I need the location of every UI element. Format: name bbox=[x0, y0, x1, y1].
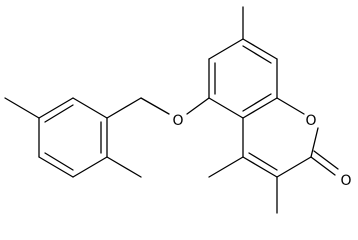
bond-c3-c4 bbox=[242, 156, 278, 178]
double-bond-a5-a6-inner bbox=[44, 152, 74, 171]
bond-c8a-ring-o bbox=[276, 97, 305, 115]
carbonyl-bond-1 bbox=[310, 156, 336, 176]
carbonyl-oxygen-label: O bbox=[340, 173, 351, 189]
ring-oxygen-label: O bbox=[305, 113, 316, 129]
methyl-bond-benzyl-5 bbox=[4, 97, 40, 119]
chromenone-benzo-ring bbox=[208, 38, 278, 119]
bond-ring-o-c2 bbox=[310, 127, 319, 158]
bond-ether-o-to-c5 bbox=[186, 97, 210, 115]
benzyl-ring bbox=[38, 97, 108, 178]
bond-c8a-c4a bbox=[242, 97, 278, 119]
double-bond-a1-a2-inner bbox=[44, 104, 74, 123]
ether-oxygen-label: O bbox=[172, 113, 183, 129]
bond-ring-to-ch2 bbox=[106, 97, 142, 119]
bond-a4-a5 bbox=[72, 156, 108, 178]
molecule-structure: O O O bbox=[4, 6, 352, 214]
methyl-bond-c4 bbox=[208, 156, 244, 178]
bond-a2-a3 bbox=[72, 97, 108, 119]
bond-a1-a2 bbox=[38, 97, 74, 119]
bond-c6-c7 bbox=[208, 38, 244, 60]
bond-c4a-c5 bbox=[208, 97, 244, 119]
bond-a5-a6 bbox=[38, 156, 74, 178]
double-bond-c7-c8-inner bbox=[242, 45, 272, 64]
bond-ch2-to-ether-o bbox=[140, 97, 170, 115]
bond-c7-c8 bbox=[242, 38, 278, 60]
carbonyl-bond-2 bbox=[313, 150, 339, 170]
bond-c2-c3 bbox=[276, 156, 312, 178]
double-bond-c3-c4-inner bbox=[248, 152, 278, 171]
pyranone-ring bbox=[242, 97, 319, 178]
methyl-bond-benzyl-2 bbox=[106, 156, 142, 178]
double-bond-c8a-c4a-inner bbox=[242, 93, 272, 112]
